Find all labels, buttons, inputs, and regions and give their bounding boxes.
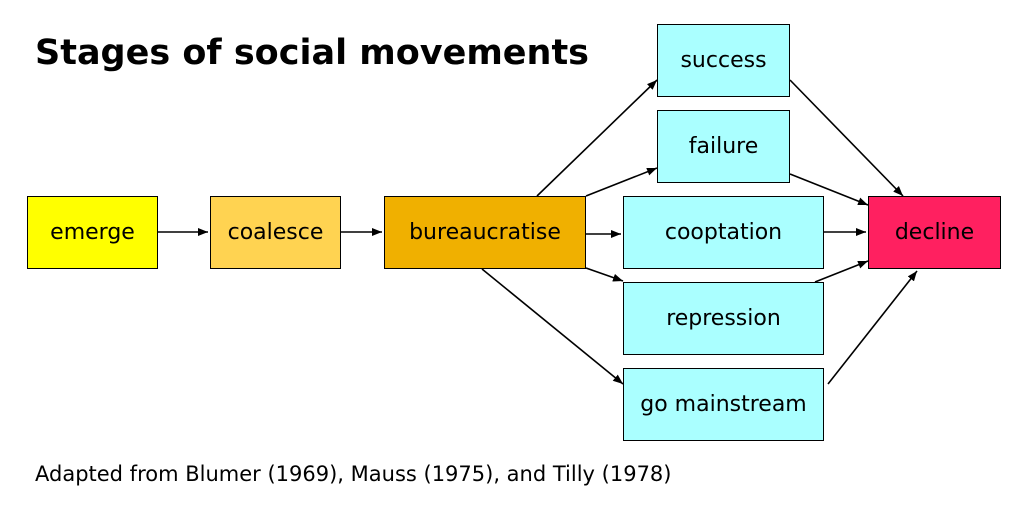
arrow-success-decline: [789, 79, 904, 197]
arrow-mainstream-decline: [827, 270, 918, 385]
node-decline: decline: [868, 196, 1001, 269]
node-failure: failure: [657, 110, 790, 183]
arrow-bureaucratise-failure: [585, 167, 658, 197]
arrow-bureaucratise-mainstream: [481, 268, 624, 385]
node-cooptation: cooptation: [623, 196, 824, 269]
arrow-repression-decline: [814, 260, 869, 283]
arrow-failure-decline: [789, 173, 869, 206]
node-bureaucratise: bureaucratise: [384, 196, 586, 269]
node-go-mainstream: go mainstream: [623, 368, 824, 441]
node-emerge: emerge: [27, 196, 158, 269]
source-caption: Adapted from Blumer (1969), Mauss (1975)…: [35, 462, 672, 486]
diagram-title: Stages of social movements: [35, 33, 590, 73]
node-coalesce: coalesce: [210, 196, 341, 269]
node-success: success: [657, 24, 790, 97]
arrow-bureaucratise-success: [536, 79, 658, 197]
node-repression: repression: [623, 282, 824, 355]
arrow-bureaucratise-repression: [585, 267, 624, 282]
